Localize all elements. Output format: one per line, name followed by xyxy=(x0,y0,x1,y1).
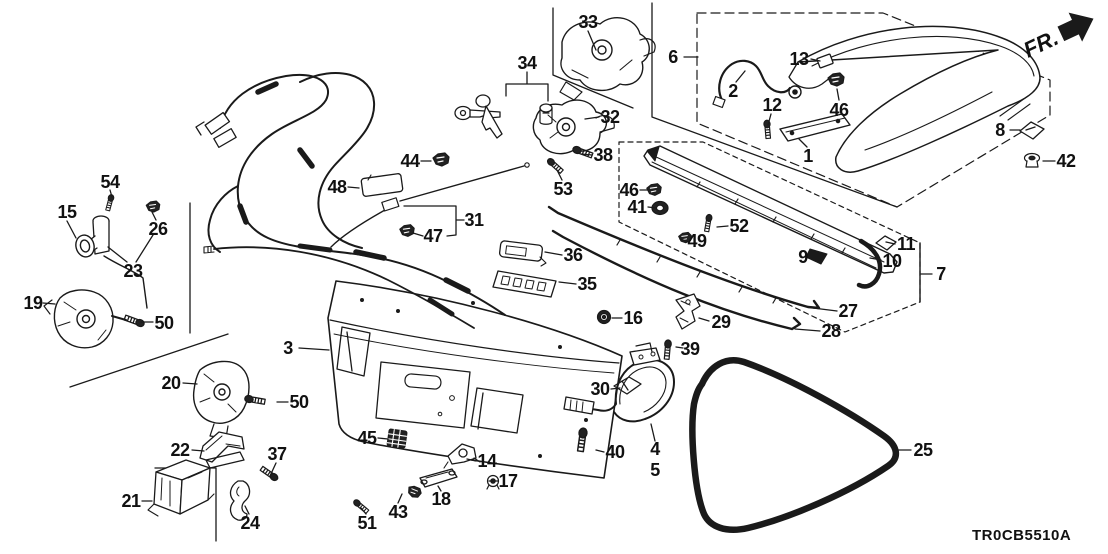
part-9-end-pad xyxy=(805,248,828,265)
callout-16[interactable]: 16 xyxy=(623,308,643,328)
part-41-nut xyxy=(651,200,669,216)
callout-51[interactable]: 51 xyxy=(357,513,377,533)
callout-21[interactable]: 21 xyxy=(121,491,141,511)
callout-15[interactable]: 15 xyxy=(57,202,77,222)
callout-11[interactable]: 11 xyxy=(896,234,916,254)
part-spoiler xyxy=(788,25,1041,173)
part-15-grommet-ring xyxy=(75,234,95,258)
part-36-garnish xyxy=(498,240,547,267)
part-10-end-band xyxy=(856,238,883,289)
part-29-opener-latch xyxy=(675,293,701,330)
callout-29[interactable]: 29 xyxy=(711,312,731,332)
callout-49[interactable]: 49 xyxy=(687,231,707,251)
diagram-part-code: TR0CB5510A xyxy=(972,527,1072,544)
callout-46-a[interactable]: 46 xyxy=(829,100,849,120)
callout-32[interactable]: 32 xyxy=(600,107,620,127)
part-harness-tube xyxy=(712,59,802,109)
part-11-cap xyxy=(875,235,897,251)
callout-45[interactable]: 45 xyxy=(357,428,377,448)
callout-34[interactable]: 34 xyxy=(517,53,537,73)
callout-48[interactable]: 48 xyxy=(327,177,347,197)
callout-30[interactable]: 30 xyxy=(590,379,610,399)
part-stoplight-strip xyxy=(779,113,851,142)
callout-43[interactable]: 43 xyxy=(388,502,408,522)
part-16-grommet xyxy=(596,309,612,325)
callout-1[interactable]: 1 xyxy=(803,146,813,166)
callout-27[interactable]: 27 xyxy=(838,301,858,321)
callout-18[interactable]: 18 xyxy=(431,489,451,509)
part-bracket-21 xyxy=(147,459,215,517)
callout-50-b[interactable]: 50 xyxy=(289,392,309,412)
part-rod-27 xyxy=(547,205,821,310)
callout-50-a[interactable]: 50 xyxy=(154,313,174,333)
callout-10[interactable]: 10 xyxy=(882,251,902,271)
callout-33[interactable]: 33 xyxy=(578,12,598,32)
callout-17[interactable]: 17 xyxy=(498,471,518,491)
callout-3[interactable]: 3 xyxy=(283,338,293,358)
part-48-pad xyxy=(360,173,404,197)
callout-19[interactable]: 19 xyxy=(23,293,43,313)
callout-8[interactable]: 8 xyxy=(995,120,1005,140)
callout-24[interactable]: 24 xyxy=(240,513,260,533)
callout-39[interactable]: 39 xyxy=(680,339,700,359)
callout-6[interactable]: 6 xyxy=(668,47,678,67)
group-boxes xyxy=(618,12,1051,333)
part-lock-19 xyxy=(43,289,127,349)
callout-2[interactable]: 2 xyxy=(728,81,738,101)
part-bracket-22 xyxy=(199,431,245,469)
part-rod-28 xyxy=(551,229,802,331)
callout-28[interactable]: 28 xyxy=(821,321,841,341)
callout-41[interactable]: 41 xyxy=(627,197,647,217)
callout-13[interactable]: 13 xyxy=(789,49,809,69)
callout-26[interactable]: 26 xyxy=(148,219,168,239)
part-weatherstrip xyxy=(689,357,899,533)
callout-14[interactable]: 14 xyxy=(477,451,497,471)
part-spoiler-garnish xyxy=(643,145,898,274)
callout-36[interactable]: 36 xyxy=(563,245,583,265)
callout-35[interactable]: 35 xyxy=(577,274,597,294)
part-latch-20 xyxy=(192,360,250,439)
callout-9[interactable]: 9 xyxy=(798,247,808,267)
callout-37[interactable]: 37 xyxy=(267,444,287,464)
callout-42[interactable]: 42 xyxy=(1056,151,1076,171)
part-hinge xyxy=(563,342,675,423)
callout-46-b[interactable]: 46 xyxy=(619,180,639,200)
fr-arrow-icon xyxy=(1057,12,1094,42)
part-8-cap xyxy=(1019,121,1045,140)
callout-25[interactable]: 25 xyxy=(913,440,933,460)
callout-7[interactable]: 7 xyxy=(936,264,946,284)
callout-12[interactable]: 12 xyxy=(762,95,782,115)
part-45-clip xyxy=(386,428,408,449)
part-35-garnish xyxy=(492,270,557,298)
callout-47[interactable]: 47 xyxy=(423,226,443,246)
part-42-grommet xyxy=(1023,152,1041,168)
callout-53[interactable]: 53 xyxy=(553,179,573,199)
part-key-set xyxy=(454,94,553,139)
part-hook-24 xyxy=(229,480,251,521)
callout-5[interactable]: 5 xyxy=(650,460,660,480)
callout-23[interactable]: 23 xyxy=(123,261,143,281)
part-latch-assembly xyxy=(559,16,656,101)
callout-38[interactable]: 38 xyxy=(593,145,613,165)
callout-22[interactable]: 22 xyxy=(170,440,190,460)
callout-44[interactable]: 44 xyxy=(400,151,420,171)
part-wire-harness xyxy=(195,71,506,316)
callout-40[interactable]: 40 xyxy=(605,442,625,462)
part-13-square-clip xyxy=(816,53,834,69)
part-18-striker xyxy=(419,468,458,488)
callout-52[interactable]: 52 xyxy=(729,216,749,236)
callout-54[interactable]: 54 xyxy=(100,172,120,192)
callout-4[interactable]: 4 xyxy=(650,439,660,459)
leader-lines xyxy=(42,30,1056,515)
part-trunk-lid xyxy=(327,280,623,479)
callout-20[interactable]: 20 xyxy=(161,373,181,393)
part-opener-cable xyxy=(203,162,530,329)
callout-31[interactable]: 31 xyxy=(464,210,484,230)
